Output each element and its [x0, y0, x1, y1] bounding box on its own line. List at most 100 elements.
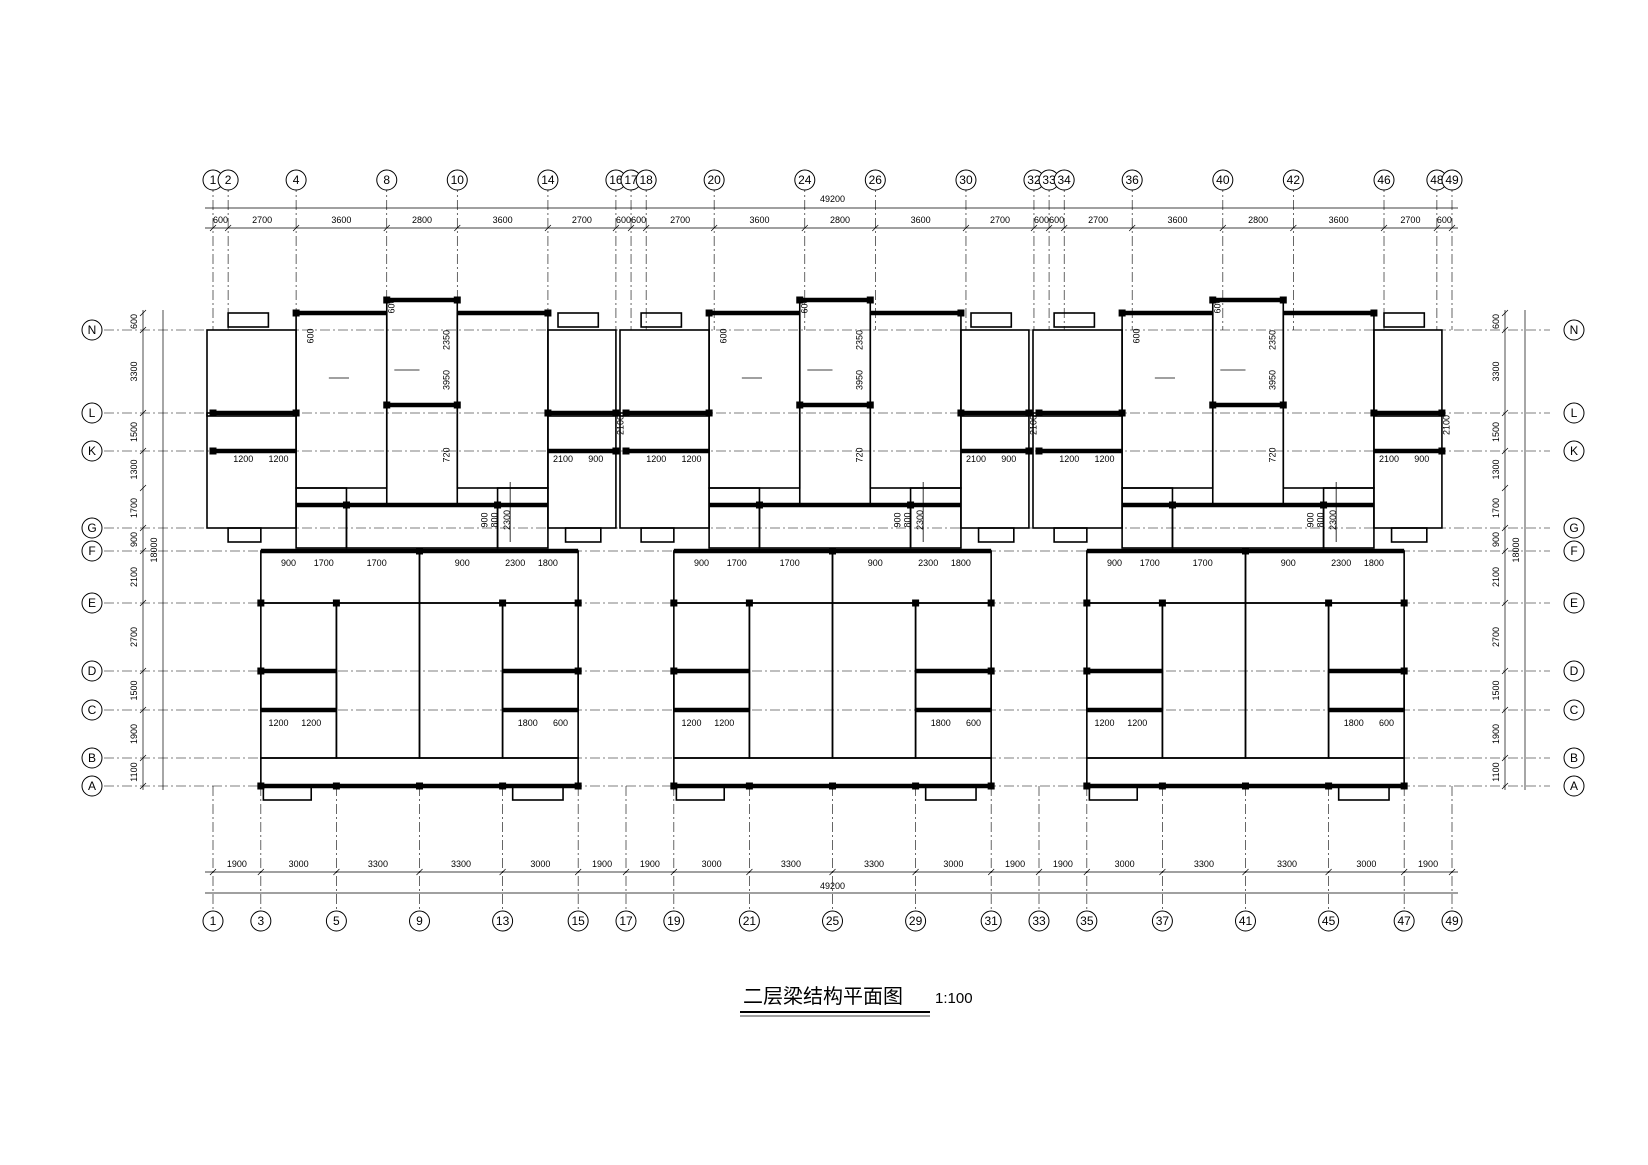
room-bath-left: [673, 670, 751, 711]
dim-tick: [1501, 484, 1509, 492]
beam-label: 900: [281, 558, 296, 568]
axis-label-top-20: 20: [707, 173, 721, 187]
beam-label: 600: [966, 718, 981, 728]
axis-bubble-bottom: [1235, 910, 1256, 932]
axis-label-row-L: L: [89, 406, 96, 420]
axis-label-row-N: N: [88, 323, 97, 337]
dim-bottom-11: 1900: [1005, 859, 1025, 869]
dim-tick: [829, 868, 836, 876]
room-lower-b: [748, 602, 834, 759]
column: [1438, 447, 1446, 455]
axis-label-top-8: 8: [383, 173, 390, 187]
dim-total-depth-left: 18000: [149, 537, 159, 562]
room-top-b: [1282, 312, 1375, 489]
axis-bubble-bottom: [615, 910, 637, 932]
room-lower-c: [418, 602, 504, 759]
beam-label: 1700: [1140, 558, 1160, 568]
axis-label-row-E: E: [88, 596, 96, 610]
dim-tick: [1501, 599, 1509, 607]
dim-tick: [139, 754, 147, 762]
dim-tick: [987, 868, 995, 876]
beam-label: 800: [903, 512, 913, 527]
dim-bottom-5: 1900: [592, 859, 612, 869]
beam-label: 900: [694, 558, 709, 568]
column: [209, 409, 217, 417]
column: [416, 782, 423, 790]
bay-top-right: [557, 312, 600, 328]
column: [755, 501, 763, 509]
axis-label-top-49: 49: [1445, 173, 1459, 187]
column: [829, 782, 836, 790]
dim-tick: [1501, 309, 1509, 317]
dim-bottom-17: 1900: [1418, 859, 1438, 869]
column: [745, 599, 753, 607]
column: [866, 401, 874, 409]
column: [1279, 296, 1287, 304]
axis-bubble-bottom: [980, 910, 1002, 932]
axis-label-bottom-21: 21: [743, 914, 757, 928]
axis-bubble-bottom: [1441, 910, 1463, 932]
dim-tick: [1501, 524, 1509, 532]
dim-tick: [139, 447, 147, 455]
axis-bubble-row: [1563, 517, 1585, 539]
dim-tick: [627, 224, 635, 232]
axis-bubble-row: [81, 747, 103, 769]
dim-top-3: 2800: [412, 215, 432, 225]
axis-label-bottom-5: 5: [333, 914, 340, 928]
column: [912, 782, 920, 790]
dim-row-left-4: 1700: [129, 498, 139, 518]
dim-row-left-5: 900: [129, 532, 139, 547]
room-mid-right: [1373, 412, 1443, 529]
dim-tick: [622, 868, 630, 876]
beam-label: 1200: [681, 454, 701, 464]
axis-label-row-B: B: [88, 751, 96, 765]
beam-label: 1200: [268, 718, 288, 728]
dim-tick: [1083, 868, 1091, 876]
axis-bubble-top: [217, 169, 239, 191]
axis-label-row-A: A: [88, 779, 96, 793]
beam-label: 720: [442, 447, 452, 462]
column: [622, 409, 630, 417]
axis-bubble-top: [794, 169, 816, 191]
axis-label-row-F: F: [1570, 544, 1577, 558]
beam-label: 1200: [301, 718, 321, 728]
axis-label-top-2: 2: [225, 173, 232, 187]
column: [453, 401, 461, 409]
beam-label: 1700: [1193, 558, 1213, 568]
column: [829, 547, 836, 555]
axis-bubble-row: [1563, 402, 1585, 424]
axis-bubble-bottom: [822, 910, 843, 932]
beam-label: 900: [455, 558, 470, 568]
column: [1242, 782, 1249, 790]
dim-tick: [710, 224, 718, 232]
axis-bubble-bottom: [663, 910, 685, 932]
beam-label: 3950: [855, 370, 865, 390]
room-top-left: [619, 329, 710, 417]
dim-tick: [1501, 409, 1509, 417]
axis-bubble-row: [1563, 747, 1585, 769]
dim-tick: [333, 868, 340, 876]
room-top-right: [960, 329, 1030, 417]
bay-top-left: [1053, 312, 1096, 328]
column: [257, 599, 265, 607]
column: [1400, 782, 1408, 790]
room-lower-b: [1161, 602, 1247, 759]
dim-row-right-6: 2100: [1491, 567, 1501, 587]
column: [957, 409, 965, 417]
bay-g-left: [640, 527, 675, 543]
drawing-scale: 1:100: [935, 990, 973, 1007]
room-mid-right: [960, 412, 1030, 529]
dim-tick: [209, 224, 217, 232]
room-balcony: [1086, 757, 1405, 787]
axis-bubble-bottom: [492, 910, 514, 932]
axis-bubble-row: [81, 699, 103, 721]
dim-bottom-15: 3300: [1277, 859, 1297, 869]
column: [1279, 401, 1287, 409]
room-bath-right: [914, 670, 992, 711]
beam-label: 1200: [268, 454, 288, 464]
dim-bottom-0: 1900: [227, 859, 247, 869]
column: [574, 782, 582, 790]
dim-bottom-3: 3300: [451, 859, 471, 869]
dim-top-0: 600: [213, 215, 228, 225]
axis-label-bottom-17: 17: [619, 914, 633, 928]
